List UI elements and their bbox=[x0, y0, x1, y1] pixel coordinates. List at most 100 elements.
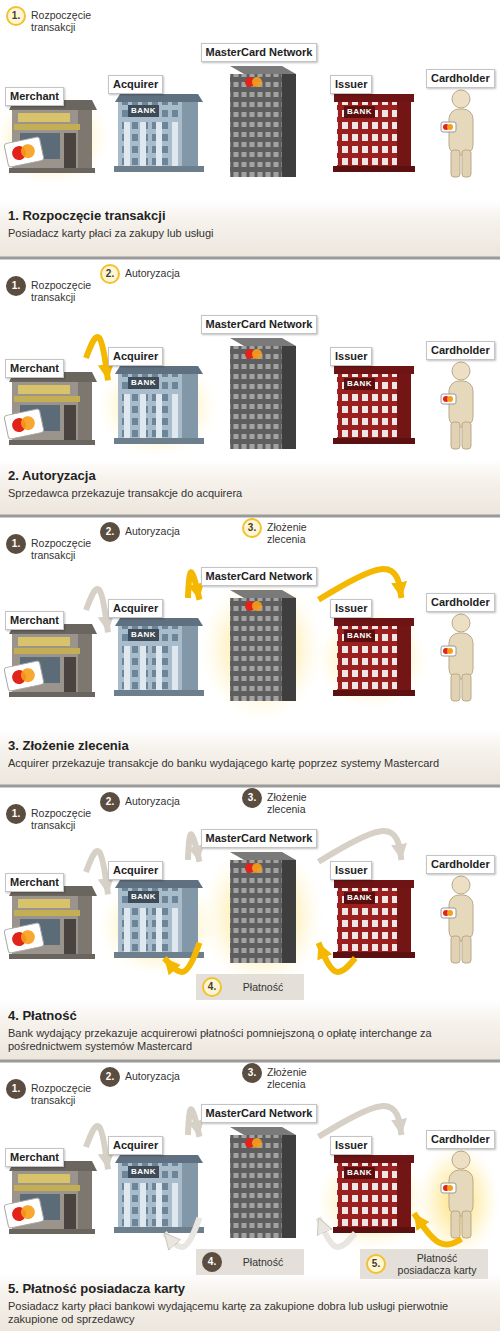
bank-sign: BANK bbox=[344, 1167, 375, 1179]
step-name: Autoryzacja bbox=[125, 792, 180, 807]
step-name: Złożenie zlecenia bbox=[267, 788, 329, 815]
step-indicator: 1.Rozpoczęcie transakcji bbox=[6, 1079, 109, 1106]
caption: 2. AutoryzacjaSprzedawca przekazuje tran… bbox=[8, 468, 492, 500]
step-name: Rozpoczęcie transakcji bbox=[31, 1079, 109, 1106]
party-label: Cardholder bbox=[426, 593, 495, 612]
party-node: Cardholder bbox=[426, 1129, 497, 1239]
step-heading: 3. Złożenie zlecenia bbox=[8, 738, 492, 754]
bank-sign: BANK bbox=[128, 105, 159, 117]
bank-sign: BANK bbox=[128, 629, 159, 641]
party-node: MasterCard Network bbox=[200, 1103, 319, 1238]
caption: 3. Złożenie zleceniaAcquirer przekazuje … bbox=[8, 738, 492, 770]
panel-scene bbox=[0, 66, 473, 186]
party-node: Issuer bbox=[330, 1135, 414, 1233]
panel-scene bbox=[4, 577, 473, 721]
panel-separator bbox=[0, 515, 500, 518]
panel-scene bbox=[4, 844, 473, 988]
step-heading: 2. Autoryzacja bbox=[8, 468, 492, 484]
caption-band bbox=[0, 730, 500, 786]
bank-sign: BANK bbox=[344, 630, 375, 642]
flow-arrow bbox=[86, 589, 108, 632]
step-name: Autoryzacja bbox=[125, 1067, 180, 1082]
party-label: Issuer bbox=[330, 75, 372, 94]
caption: 1. Rozpoczęcie transakcjiPosiadacz karty… bbox=[8, 208, 492, 240]
step-panel: 4. PłatnośćBank wydający przekazuje acqu… bbox=[0, 786, 500, 1061]
party-node: Acquirer bbox=[108, 1135, 202, 1233]
party-node: Acquirer bbox=[108, 346, 202, 444]
party-label: Acquirer bbox=[108, 599, 163, 618]
step-name: Autoryzacja bbox=[125, 522, 180, 537]
panel-scene bbox=[4, 338, 473, 457]
step-heading: 4. Płatność bbox=[8, 1008, 492, 1024]
step-heading: 5. Płatność posiadacza karty bbox=[8, 1281, 492, 1297]
party-node: Cardholder bbox=[426, 340, 497, 450]
party-label: Acquirer bbox=[108, 75, 163, 94]
party-label: Issuer bbox=[330, 347, 372, 366]
party-node: Merchant bbox=[5, 610, 97, 698]
party-node: MasterCard Network bbox=[200, 42, 319, 177]
step-indicator: 2. Autoryzacja bbox=[100, 792, 180, 812]
flow-arrow bbox=[86, 851, 108, 894]
step-number: 2. bbox=[100, 792, 120, 812]
step-number: 4. bbox=[202, 1252, 222, 1272]
step-number: 2. bbox=[100, 264, 120, 284]
party-label: Cardholder bbox=[426, 69, 495, 88]
step-name: Złożenie zlecenia bbox=[267, 518, 329, 545]
party-label: MasterCard Network bbox=[201, 829, 318, 848]
flow-arrow bbox=[188, 834, 200, 861]
step-description: Posiadacz karty płaci bankowi wydającemu… bbox=[8, 1300, 492, 1326]
step-indicator: 4.Płatność bbox=[196, 1249, 304, 1275]
bank-sign: BANK bbox=[128, 891, 159, 903]
step-indicator: 1.Rozpoczęcie transakcji bbox=[6, 276, 109, 303]
panel-scene bbox=[4, 1127, 500, 1259]
party-node: Acquirer bbox=[108, 598, 202, 696]
party-node: Issuer bbox=[330, 346, 414, 444]
caption: 4. PłatnośćBank wydający przekazuje acqu… bbox=[8, 1008, 492, 1053]
step-indicator: 3.Złożenie zlecenia bbox=[242, 1063, 329, 1090]
step-number: 4. bbox=[202, 977, 222, 997]
step-indicator: 3.Złożenie zlecenia bbox=[242, 518, 329, 545]
party-label: Merchant bbox=[5, 359, 64, 378]
step-panel: 5. Płatność posiadacza kartyPosiadacz ka… bbox=[0, 1061, 500, 1331]
party-label: MasterCard Network bbox=[201, 567, 318, 586]
caption-band bbox=[0, 1273, 500, 1331]
party-node: Acquirer bbox=[108, 860, 202, 958]
step-number: 2. bbox=[100, 1067, 120, 1087]
bank-sign: BANK bbox=[344, 378, 375, 390]
party-label: Merchant bbox=[5, 873, 64, 892]
step-indicator: 4. Płatność bbox=[196, 974, 304, 1000]
step-name: Rozpoczęcie transakcji bbox=[31, 534, 109, 561]
step-indicator: 1.Rozpoczęcie transakcji bbox=[6, 804, 109, 831]
step-number: 2. bbox=[100, 522, 120, 542]
party-label: Acquirer bbox=[108, 1136, 163, 1155]
step-number: 3. bbox=[242, 788, 262, 808]
step-indicator: 3.Złożenie zlecenia bbox=[242, 788, 329, 815]
party-label: Issuer bbox=[330, 599, 372, 618]
party-label: Cardholder bbox=[426, 1130, 495, 1149]
caption-band bbox=[0, 200, 500, 258]
step-number: 1. bbox=[6, 804, 26, 824]
flow-arrow bbox=[319, 1106, 402, 1137]
flow-arrow bbox=[86, 337, 108, 380]
step-name: Płatność bbox=[228, 981, 298, 993]
step-indicator: 2. Autoryzacja bbox=[100, 522, 180, 542]
party-node: Issuer bbox=[330, 598, 414, 696]
caption-band bbox=[0, 1000, 500, 1061]
party-node: MasterCard Network bbox=[200, 828, 319, 963]
step-number: 1. bbox=[6, 534, 26, 554]
flow-arrow bbox=[319, 1218, 356, 1247]
step-name: Autoryzacja bbox=[125, 264, 180, 279]
bank-sign: BANK bbox=[128, 377, 159, 389]
panel-separator bbox=[0, 785, 500, 788]
bank-sign: BANK bbox=[344, 106, 375, 118]
party-label: Merchant bbox=[5, 611, 64, 630]
flow-arrow bbox=[188, 1109, 200, 1136]
panel-separator bbox=[0, 1060, 500, 1063]
party-node: Merchant bbox=[5, 1147, 97, 1235]
party-node: Acquirer bbox=[108, 74, 202, 172]
party-label: Acquirer bbox=[108, 347, 163, 366]
caption-band bbox=[0, 460, 500, 516]
step-indicator: 2. Autoryzacja bbox=[100, 264, 180, 284]
